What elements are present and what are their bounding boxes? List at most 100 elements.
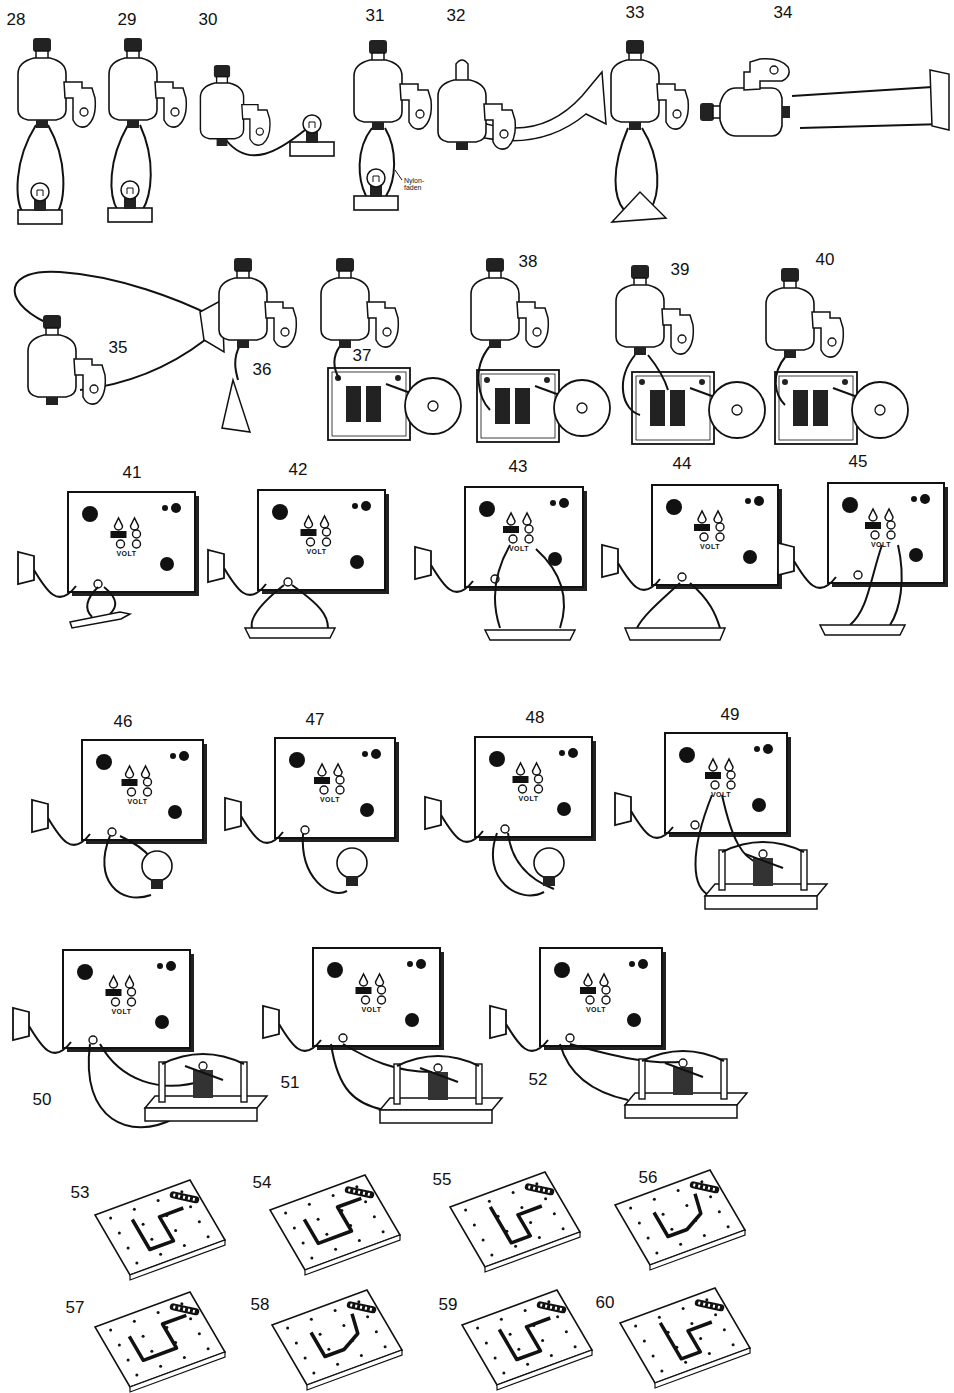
dynamo — [471, 258, 548, 348]
dynamo — [18, 38, 95, 128]
part-outline — [376, 974, 384, 986]
power-supply-box — [82, 740, 203, 840]
bell-frame — [332, 372, 406, 436]
pin — [364, 1200, 367, 1203]
wire — [776, 356, 786, 405]
panel-label: VOLT — [306, 548, 326, 555]
part-outline — [70, 612, 130, 628]
pin — [526, 1363, 529, 1366]
socket — [711, 781, 719, 789]
plug — [208, 550, 224, 582]
pin — [653, 1198, 656, 1201]
bell-dome — [405, 378, 461, 434]
dynamo-body — [720, 88, 782, 136]
dynamo-cap — [700, 103, 714, 121]
component — [350, 1305, 372, 1310]
wire — [224, 568, 266, 595]
pin — [662, 1213, 665, 1216]
pin — [718, 1210, 721, 1213]
switch — [503, 526, 519, 533]
socket — [162, 505, 168, 511]
panel-label: VOLT — [116, 550, 136, 557]
socket — [144, 778, 152, 786]
circuit-board — [450, 1172, 580, 1267]
bracket-hole — [256, 128, 263, 135]
wire — [100, 1044, 205, 1086]
socket — [157, 963, 163, 969]
pin — [544, 1197, 547, 1200]
pin — [342, 1324, 345, 1327]
part-outline — [523, 513, 531, 525]
socket — [535, 785, 543, 793]
socket — [108, 828, 116, 836]
pin — [198, 1220, 201, 1223]
part-outline — [517, 763, 525, 775]
power-supply-box — [465, 487, 583, 587]
pin — [500, 1318, 503, 1321]
bracket-hole — [416, 110, 424, 118]
wire — [800, 124, 944, 128]
wire — [431, 565, 473, 592]
pin — [180, 1302, 183, 1305]
pin — [682, 1307, 685, 1310]
pin — [647, 1237, 650, 1240]
dynamo — [219, 258, 296, 348]
pin — [304, 1357, 307, 1360]
dynamo-terminal — [489, 340, 501, 348]
pin — [327, 1348, 330, 1351]
pin — [732, 1343, 735, 1346]
dynamo-cap — [781, 268, 799, 282]
wire — [478, 346, 490, 410]
socket — [566, 1034, 574, 1042]
socket — [745, 498, 751, 504]
callout-number: 47 — [306, 711, 325, 729]
part-outline — [115, 518, 123, 530]
knob — [360, 803, 374, 817]
socket — [170, 753, 176, 759]
dynamo-body — [616, 285, 664, 347]
component — [173, 1307, 195, 1312]
power-supply-box — [68, 492, 195, 592]
wire — [331, 1044, 384, 1110]
socket — [128, 988, 136, 996]
dynamo-terminal — [782, 106, 790, 118]
pin — [482, 1239, 485, 1242]
indicator — [554, 962, 570, 978]
pin — [159, 1253, 162, 1256]
pin — [133, 1320, 136, 1323]
indicator — [679, 747, 695, 763]
dynamo-bracket — [400, 84, 431, 129]
board-edge — [305, 1235, 400, 1275]
pin — [700, 1180, 703, 1183]
bracket-hole — [828, 338, 836, 346]
dynamo — [700, 59, 790, 136]
knob — [155, 1015, 169, 1029]
pin — [358, 1239, 361, 1242]
bell-center — [732, 405, 742, 415]
pin — [685, 1204, 688, 1207]
dynamo-bracket — [517, 302, 548, 347]
pin — [490, 1254, 493, 1257]
pin — [284, 1212, 287, 1215]
callout-number: 40 — [816, 251, 835, 269]
pin — [574, 1345, 577, 1348]
wire — [616, 128, 629, 210]
callout-number: 58 — [251, 1296, 270, 1314]
board-edge — [307, 1350, 402, 1390]
dynamo-bracket — [265, 302, 296, 347]
wire — [637, 583, 680, 628]
pin — [198, 1332, 201, 1335]
pin — [509, 1333, 512, 1336]
pin — [629, 1207, 632, 1210]
socket — [629, 961, 635, 967]
panel-label: VOLT — [111, 1008, 131, 1015]
part-outline — [507, 513, 515, 525]
socket — [133, 540, 141, 548]
callout-number: 48 — [526, 709, 545, 727]
board-edge — [497, 1350, 592, 1390]
bulb — [367, 169, 385, 187]
pin — [310, 1257, 313, 1260]
circuit-board — [95, 1180, 225, 1275]
socket — [171, 503, 181, 513]
pin — [476, 1327, 479, 1330]
